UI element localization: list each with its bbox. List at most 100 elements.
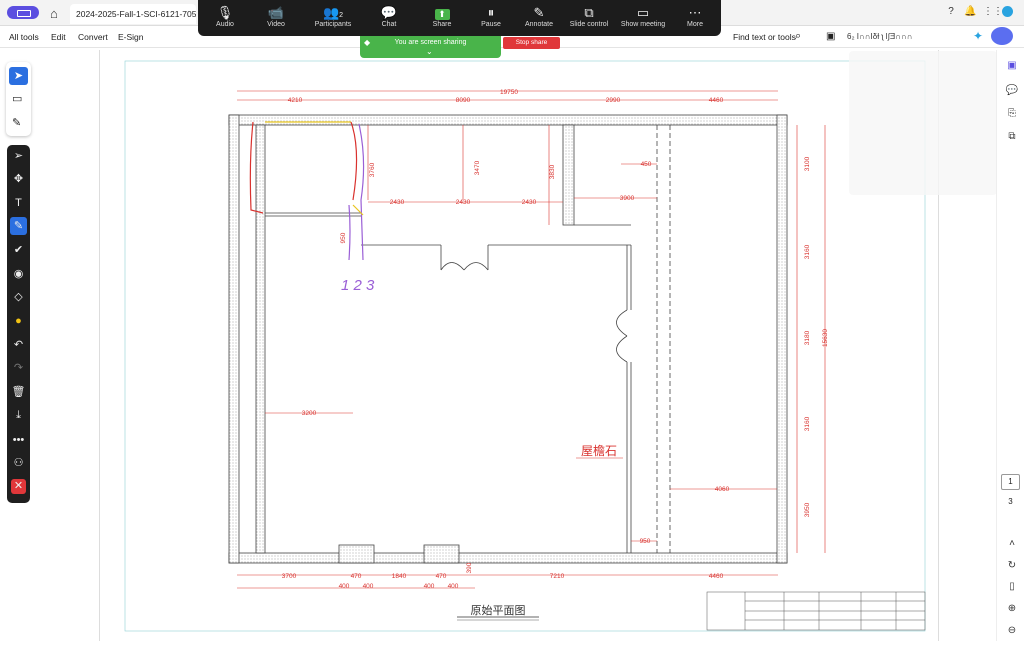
sidebar-toggle-icon[interactable] [7,6,39,19]
dim-label: 950 [640,538,651,545]
eraser-icon[interactable]: ◇ [14,291,23,303]
dim-label: 470 [436,573,447,580]
dim-label: 3200 [302,410,317,417]
redo-icon[interactable]: ↷ [13,362,24,374]
more-icon: ⋯ [688,5,702,20]
drawing-border [124,60,926,632]
pause-button[interactable]: ⏸Pause [461,4,521,34]
title-block [706,591,926,631]
comment-icon[interactable]: 💬 [1005,85,1019,96]
ai-assistant-icon[interactable]: ✦ [973,29,984,43]
search-icon[interactable]: ⌕ [795,30,802,42]
dimension-lines [237,90,826,589]
trash-icon[interactable]: 🗑 [11,386,26,398]
pen-tool-icon[interactable]: ✎ [10,217,27,235]
copy-icon[interactable]: ⧉ [1008,131,1016,142]
close-annotate-icon[interactable]: ✕ [11,479,26,494]
slide-control-button[interactable]: ⧉Slide control [559,4,619,34]
highlight-pen-icon[interactable]: ✎ [12,117,22,129]
select-cursor-icon[interactable]: ➤ [9,67,28,85]
chat-icon: 💬 [380,5,398,20]
apps-icon[interactable]: ⋮⋮ [983,6,1003,17]
ai-tools-icon[interactable]: ▣ [1007,60,1017,71]
annotate-button[interactable]: ✎Annotate [509,4,569,34]
help-icon[interactable]: ? [948,6,954,17]
dim-label: 400 [339,583,350,590]
more-dots-icon[interactable]: ••• [12,434,25,446]
participants-icon: 👥2 [322,5,344,20]
profile-icon[interactable] [1002,6,1013,17]
refresh-icon[interactable]: ↻ [1007,560,1017,571]
dim-label: 3700 [282,573,297,580]
dimension-labels: 19750 4210 8090 2990 4460 3700 470 1840 … [282,89,829,590]
find-tools-label[interactable]: Find text or tools [733,32,796,42]
menu-all-tools[interactable]: All tools [9,32,39,42]
chevron-down-icon[interactable]: ⌄ [426,47,433,56]
dim-label: 3160 [804,416,811,431]
audio-button[interactable]: 🎙Audio [195,4,255,34]
interior-walls [265,125,671,553]
menu-esign[interactable]: E-Sign [118,32,144,42]
zoom-out-icon[interactable]: ⊖ [1007,625,1017,636]
video-button[interactable]: 📹Video [246,4,306,34]
participants-small-icon[interactable]: ⚇ [13,457,24,469]
dim-label: 8090 [456,97,471,104]
arrow-cursor-icon[interactable]: ➢ [13,150,24,162]
dim-label: 3760 [369,162,376,177]
dim-label: 3830 [549,164,556,179]
slide-control-icon: ⧉ [584,5,594,20]
dim-label: 400 [424,583,435,590]
dim-label: 3950 [804,502,811,517]
ink-annotations [249,121,365,261]
show-meeting-icon: ▭ [636,5,650,20]
dim-label: 3160 [804,244,811,259]
page-number-input[interactable]: 1 [1001,474,1020,490]
dim-label: 4060 [715,486,730,493]
chevron-up-icon[interactable]: ˄ [1009,538,1015,549]
move-icon[interactable]: ✥ [13,173,24,185]
zoom-in-icon[interactable]: ⊕ [1007,603,1017,614]
checkmark-icon[interactable]: ✔ [13,244,24,256]
screen-sharing-text: You are screen sharing [394,39,467,46]
dim-label: 450 [641,161,652,168]
menu-convert[interactable]: Convert [78,32,108,42]
toolbar-right-text: 6₂ I∩∩IδƗ ʅ ǀ∫Ǝ∩∩∩ [847,32,913,41]
text-tool-icon[interactable]: T [15,197,22,209]
stop-share-button[interactable]: Stop share [503,37,560,49]
save-icon[interactable]: ▣ [826,31,836,42]
right-overlay-panel [849,51,997,195]
chat-button[interactable]: 💬Chat [359,4,419,34]
dim-label: 1840 [392,573,407,580]
bell-icon[interactable]: 🔔 [964,6,977,17]
document-tab-title: 2024-2025-Fall-1-SCI-6121-7053... [76,9,196,19]
menu-edit[interactable]: Edit [51,32,66,42]
document-tab[interactable]: 2024-2025-Fall-1-SCI-6121-7053... [70,4,196,24]
mic-icon: 🎙 [216,5,234,20]
handwriting-annotation: 1 2 3 [341,277,375,294]
dim-label: 7210 [550,573,565,580]
download-icon[interactable]: ⤓ [16,409,21,421]
outer-walls [228,114,788,564]
spotlight-icon[interactable]: ◉ [13,268,24,280]
shield-icon: ◆ [364,38,371,47]
add-comment-icon[interactable]: ▭ [12,93,23,105]
more-button[interactable]: ⋯More [665,4,725,34]
dim-label: 470 [351,573,362,580]
home-icon[interactable]: ⌂ [50,6,58,21]
page-icon[interactable]: ▯ [1009,581,1015,592]
color-picker-icon[interactable]: ● [15,315,22,327]
dim-label: 15630 [822,329,829,347]
dim-label: 3180 [804,330,811,345]
organize-icon[interactable]: ⎘ [1008,108,1016,119]
show-meeting-button[interactable]: ▭Show meeting [613,4,673,34]
page-total: 3 [1008,497,1013,506]
dim-label: 2430 [456,199,471,206]
ai-chat-button[interactable] [991,27,1013,45]
dim-label: 400 [448,583,459,590]
undo-icon[interactable]: ↶ [13,339,24,351]
video-icon: 📹 [267,5,285,20]
dim-label: 2430 [522,199,537,206]
share-button[interactable]: ⬆Share [412,4,472,34]
dim-label: 390 [466,562,473,573]
